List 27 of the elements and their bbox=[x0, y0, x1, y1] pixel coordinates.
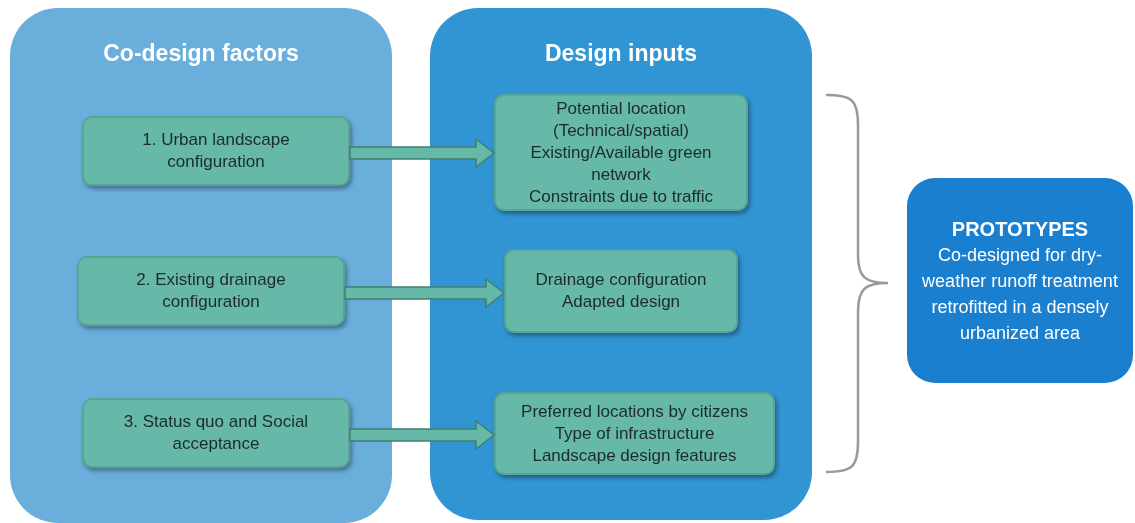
prototypes-box bbox=[907, 178, 1133, 383]
input-text: 2. Existing drainage configuration bbox=[135, 269, 287, 313]
design-inputs-panel bbox=[430, 8, 812, 520]
input-text: Constraints due to traffic bbox=[529, 185, 713, 208]
input-text: Landscape design features bbox=[532, 444, 737, 467]
panel-heading: Design inputs bbox=[543, 40, 699, 67]
input-text: Type of infrastructure bbox=[554, 422, 715, 445]
input-text: Existing/Available green network bbox=[529, 141, 713, 186]
factor-box bbox=[82, 398, 350, 468]
input-text: Drainage configuration bbox=[535, 269, 707, 291]
heading: PROTOTYPES bbox=[951, 216, 1089, 242]
co-design-panel bbox=[10, 8, 392, 523]
input-text: 1. Urban landscape configuration bbox=[141, 129, 291, 173]
block-arrow bbox=[344, 277, 506, 309]
input-box bbox=[504, 249, 738, 333]
block-arrow bbox=[349, 137, 496, 169]
input-text: 3. Status quo and Social acceptance bbox=[122, 411, 310, 455]
description: Co-designed for dry-weather runoff treatment retrofitted in a densely urbanized area bbox=[921, 243, 1119, 345]
input-text: Adapted design bbox=[561, 291, 681, 313]
input-text: Potential location (Technical/spatial) bbox=[551, 97, 691, 142]
input-box bbox=[494, 392, 775, 475]
panel-heading: Co-design factors bbox=[102, 40, 300, 67]
factor-box bbox=[77, 256, 345, 326]
block-arrow bbox=[349, 419, 496, 451]
input-text: Preferred locations by citizens bbox=[521, 400, 748, 423]
factor-box bbox=[82, 116, 350, 186]
input-box bbox=[494, 94, 748, 211]
